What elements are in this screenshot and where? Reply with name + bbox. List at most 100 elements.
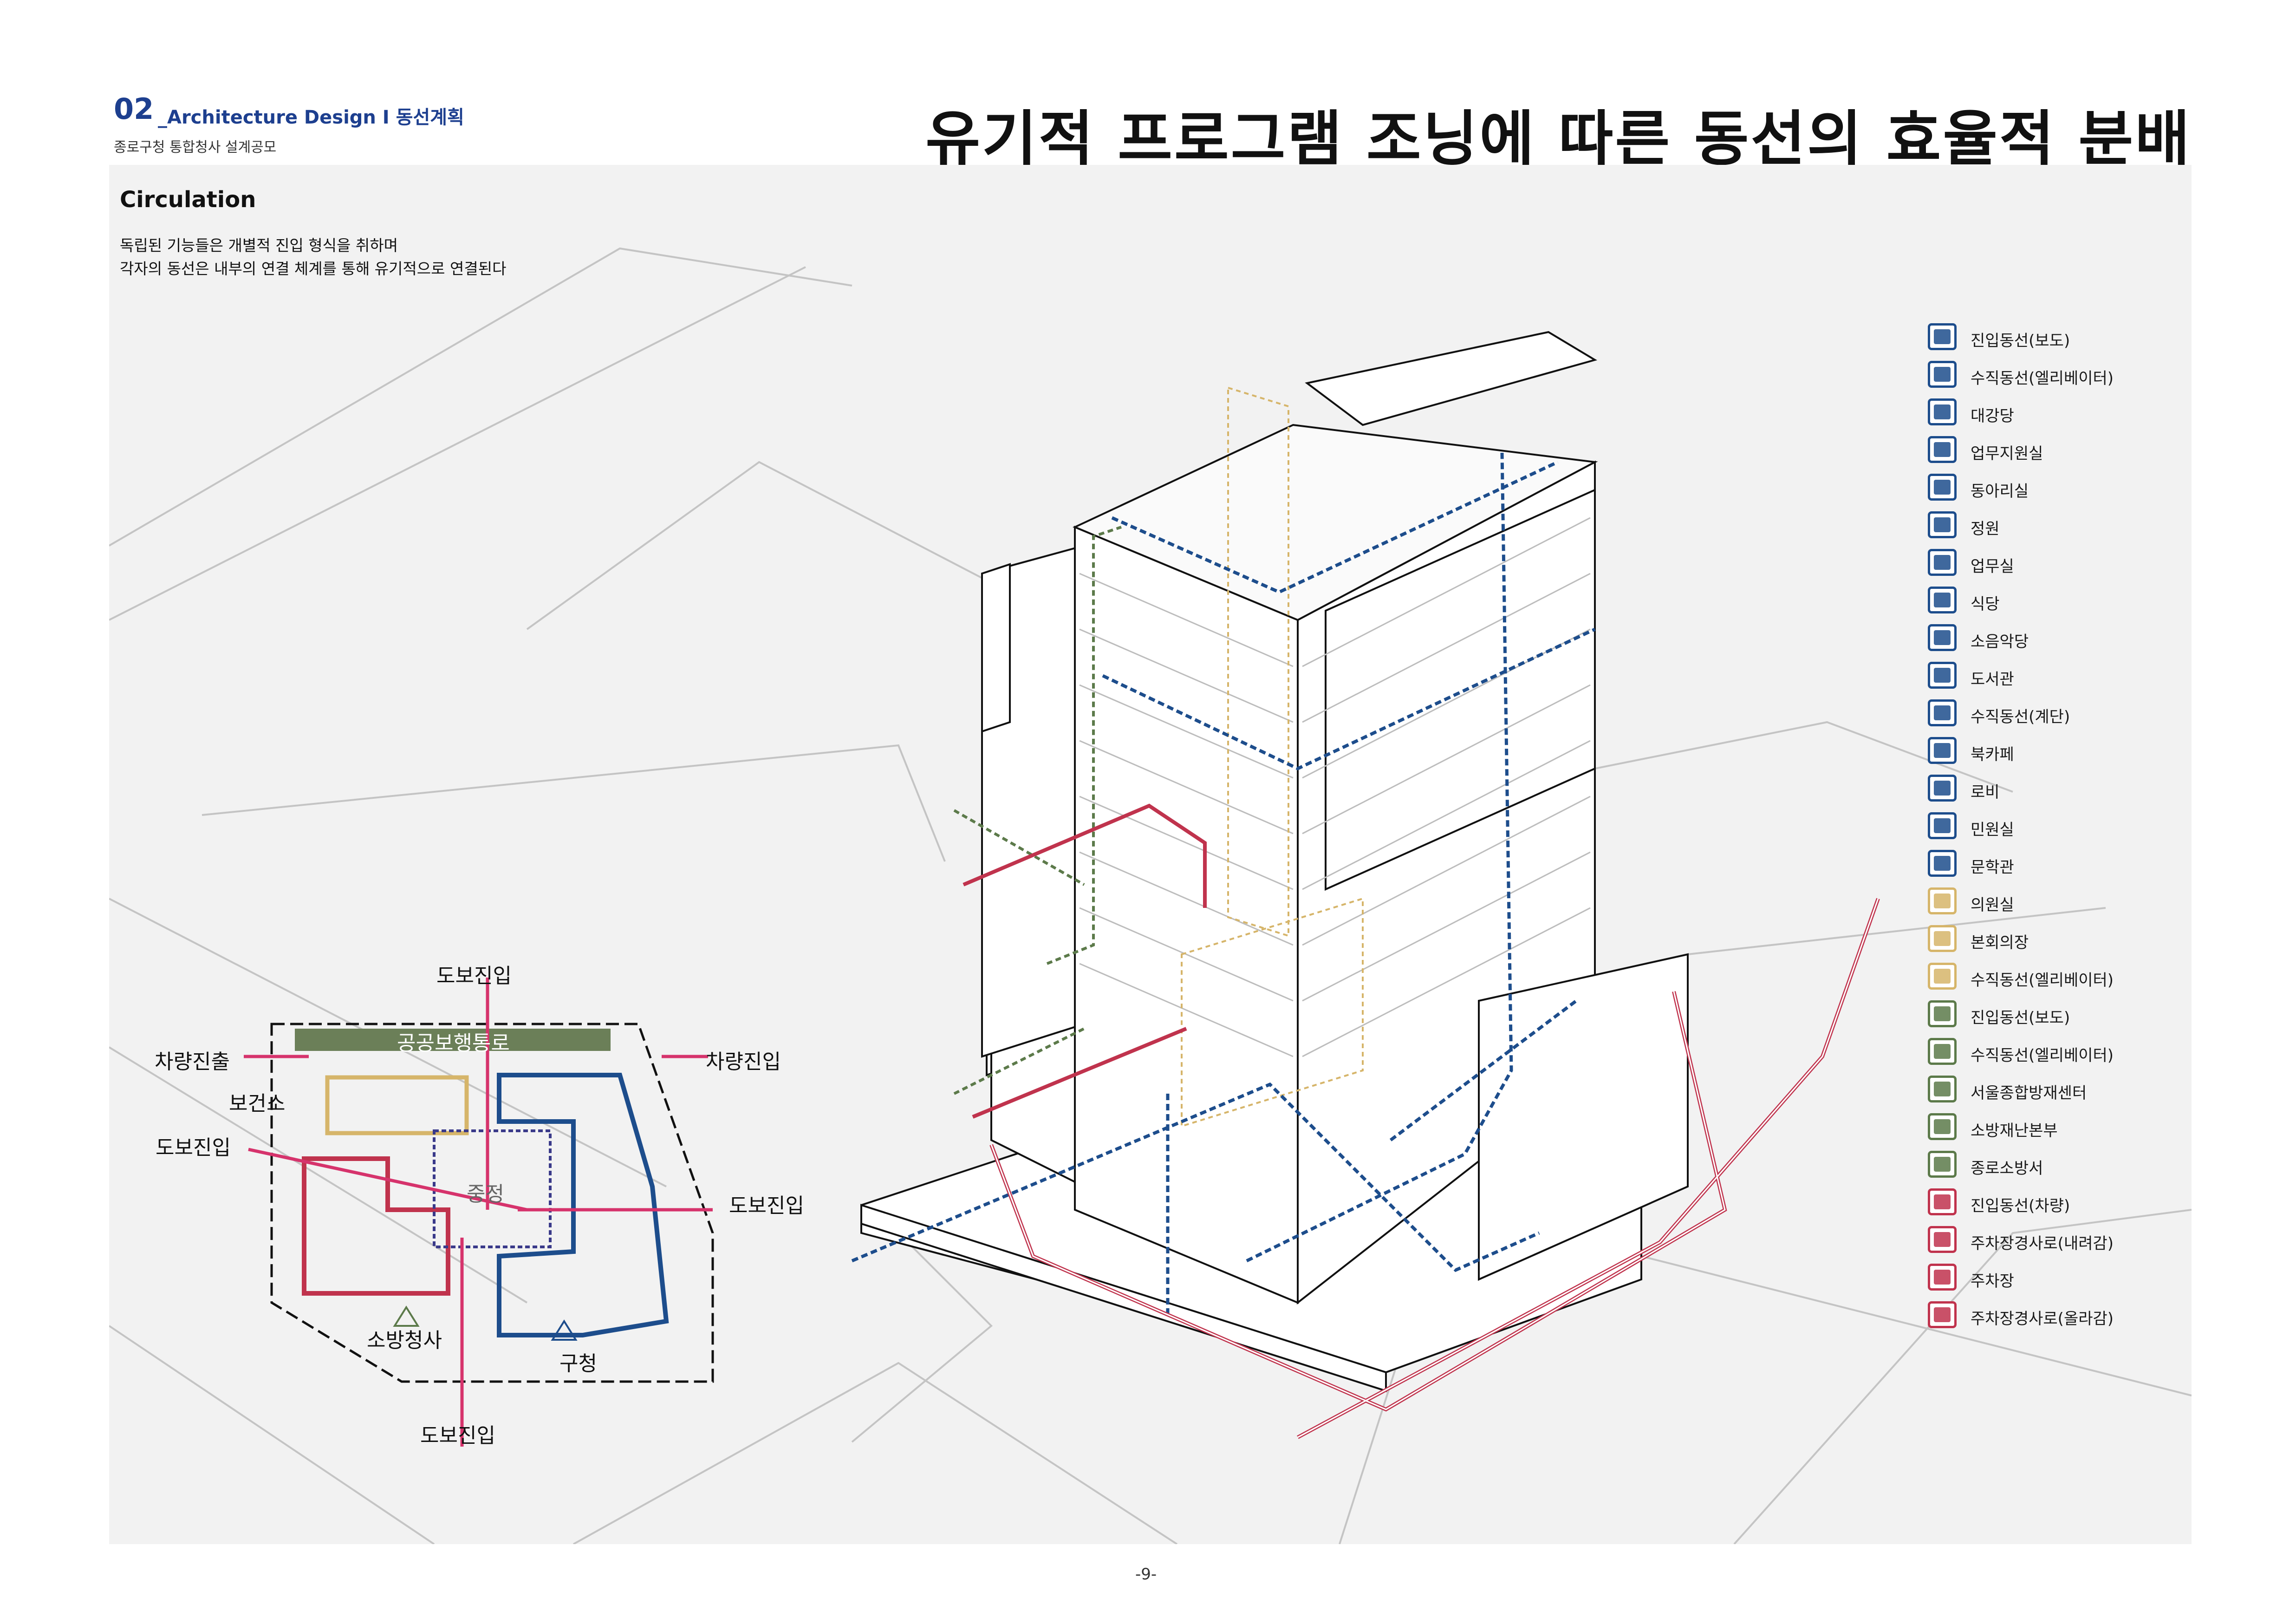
label-car-exit: 차량진출 <box>155 1050 230 1074</box>
legend-item: 주차장경사로(올라감) <box>1928 1298 2188 1331</box>
legend-label: 도서관 <box>1971 670 2014 689</box>
walking-person-icon <box>1928 323 1957 350</box>
legend-item: 소방재난본부 <box>1928 1110 2188 1143</box>
stairs-icon <box>1928 398 1957 425</box>
legend-item: 의원실 <box>1928 885 2188 917</box>
legend-item: 본회의장 <box>1928 922 2188 955</box>
label-walk-top: 도보진입 <box>436 964 512 988</box>
legend-label: 종로소방서 <box>1971 1159 2043 1178</box>
legend-label: 식당 <box>1971 595 2000 613</box>
legend-item: 진입동선(차량) <box>1928 1186 2188 1218</box>
legend-label: 북카페 <box>1971 745 2014 764</box>
legend-label: 대강당 <box>1971 407 2014 425</box>
coffee-cup-icon <box>1928 737 1957 764</box>
label-health-center: 보건소 <box>229 1092 286 1115</box>
legend-item: 대강당 <box>1928 396 2188 428</box>
warning-triangle-icon <box>1928 1113 1957 1140</box>
disaster-center-icon <box>1928 1076 1957 1102</box>
courtyard-box <box>433 1129 552 1248</box>
legend-item: 북카페 <box>1928 734 2188 767</box>
label-district-office: 구청 <box>559 1352 597 1376</box>
fire-station-icon <box>1928 1151 1957 1178</box>
label-fire-building: 소방청사 <box>367 1329 442 1352</box>
legend-label: 소음악당 <box>1971 633 2029 651</box>
legend-item: 문학관 <box>1928 847 2188 880</box>
legend-label: 진입동선(차량) <box>1971 1197 2070 1215</box>
legend-item: 정원 <box>1928 509 2188 541</box>
legend-label: 로비 <box>1971 783 2000 802</box>
legend-label: 주차장경사로(올라감) <box>1971 1310 2114 1328</box>
guitar-icon <box>1928 474 1957 501</box>
legend-item: 로비 <box>1928 772 2188 804</box>
legend-item: 소음악당 <box>1928 621 2188 654</box>
legend-item: 업무지원실 <box>1928 433 2188 466</box>
legend-item: 수직동선(엘리베이터) <box>1928 1035 2188 1068</box>
label-courtyard: 중정 <box>467 1182 504 1206</box>
legend-label: 업무지원실 <box>1971 444 2043 463</box>
car-icon <box>1928 1188 1957 1215</box>
legend-label: 소방재난본부 <box>1971 1122 2058 1140</box>
page-number: -9- <box>1135 1565 1157 1584</box>
legend-item: 서울종합방재센터 <box>1928 1073 2188 1105</box>
council-icon <box>1928 887 1957 914</box>
books-icon <box>1928 662 1957 689</box>
section-subtitle: _Architecture Design Ⅰ 동선계획 <box>158 107 464 128</box>
legend-item: 도서관 <box>1928 659 2188 691</box>
label-walk-bottom: 도보진입 <box>420 1424 495 1448</box>
legend-item: 수직동선(엘리베이터) <box>1928 358 2188 391</box>
auditorium-icon <box>1928 624 1957 651</box>
ramp-up-icon <box>1928 1301 1957 1328</box>
stair-steps-icon <box>1928 699 1957 726</box>
label-car-entry: 차량진입 <box>706 1050 781 1074</box>
legend-label: 민원실 <box>1971 821 2014 839</box>
lobby-icon <box>1928 775 1957 802</box>
counter-icon <box>1928 812 1957 839</box>
legend-item: 주차장 <box>1928 1261 2188 1293</box>
presentation-icon <box>1928 436 1957 463</box>
legend-item: 수직동선(계단) <box>1928 697 2188 729</box>
elevator-icon <box>1928 1038 1957 1065</box>
elevator-icon <box>1928 361 1957 388</box>
legend-label: 본회의장 <box>1971 933 2029 952</box>
cutlery-icon <box>1928 587 1957 613</box>
legend-label: 진입동선(보도) <box>1971 1009 2070 1027</box>
site-boundary <box>270 1023 714 1383</box>
legend-label: 문학관 <box>1971 858 2014 877</box>
page-title: 유기적 프로그램 조닝에 따른 동선의 효율적 분배 <box>925 104 2192 174</box>
desk-worker-icon <box>1928 549 1957 576</box>
legend-label: 서울종합방재센터 <box>1971 1084 2087 1102</box>
walking-person-icon <box>1928 1000 1957 1027</box>
section-heading: Circulation <box>120 187 256 213</box>
label-walk-left: 도보진입 <box>156 1136 231 1160</box>
description-line: 각자의 동선은 내부의 연결 체계를 통해 유기적으로 연결된다 <box>120 260 507 278</box>
legend-label: 동아리실 <box>1971 482 2029 501</box>
description-line: 독립된 기능들은 개별적 진입 형식을 취하며 <box>120 236 398 254</box>
legend-label: 주차장경사로(내려감) <box>1971 1234 2114 1253</box>
legend-item: 수직동선(엘리베이터) <box>1928 960 2188 992</box>
ramp-down-icon <box>1928 1226 1957 1253</box>
building-isometric <box>851 331 1880 1439</box>
legend-label: 주차장 <box>1971 1272 2014 1291</box>
legend-item: 민원실 <box>1928 809 2188 842</box>
legend-label: 정원 <box>1971 520 2000 538</box>
legend-item: 동아리실 <box>1928 471 2188 503</box>
legend-item: 업무실 <box>1928 546 2188 579</box>
assembly-icon <box>1928 925 1957 952</box>
label-public-walkway: 공공보행통로 <box>397 1031 510 1055</box>
legend-item: 주차장경사로(내려감) <box>1928 1223 2188 1256</box>
legend-item: 진입동선(보도) <box>1928 998 2188 1030</box>
tree-icon <box>1928 511 1957 538</box>
legend-label: 수직동선(엘리베이터) <box>1971 971 2114 990</box>
legend-item: 진입동선(보도) <box>1928 320 2188 353</box>
legend-label: 업무실 <box>1971 557 2014 576</box>
project-name: 종로구청 통합청사 설계공모 <box>114 139 277 156</box>
legend-label: 의원실 <box>1971 896 2014 914</box>
legend-label: 수직동선(엘리베이터) <box>1971 1046 2114 1065</box>
gallery-icon <box>1928 850 1957 877</box>
legend-item: 종로소방서 <box>1928 1148 2188 1180</box>
diagram-panel: 도보진입 공공보행통로 차량진출 차량진입 보건소 도보진입 도보진입 중정 소… <box>109 165 2192 1544</box>
elevator-icon <box>1928 963 1957 990</box>
legend-item: 식당 <box>1928 584 2188 616</box>
parking-icon <box>1928 1264 1957 1291</box>
legend-label: 수직동선(엘리베이터) <box>1971 369 2114 388</box>
